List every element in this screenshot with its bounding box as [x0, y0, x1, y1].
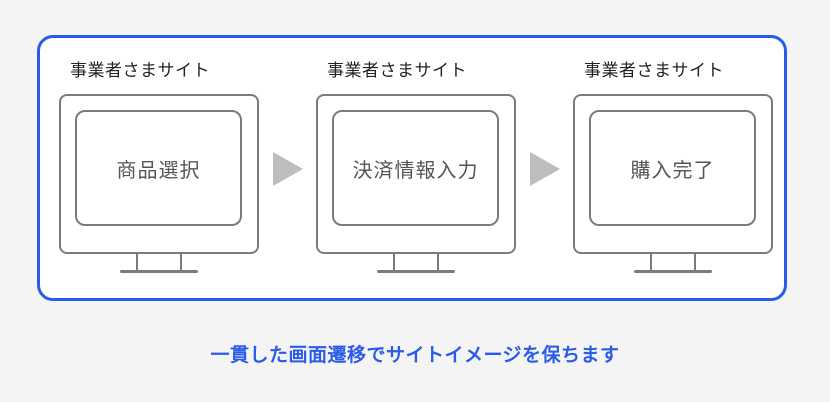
monitor-icon: 購入完了 [573, 94, 773, 254]
step-3: 事業者さまサイト 購入完了 [554, 38, 773, 304]
step-2: 事業者さまサイト 決済情報入力 [297, 38, 516, 304]
monitor-screen: 購入完了 [589, 110, 756, 226]
monitor-stand-base [634, 270, 712, 273]
monitor-stand-neck [136, 254, 182, 272]
monitor-stand-base [377, 270, 455, 273]
flow-frame: 事業者さまサイト 商品選択 事業者さまサイト 決済情報入力 事業 [37, 35, 787, 301]
monitor-icon: 商品選択 [59, 94, 259, 254]
monitor-screen: 決済情報入力 [332, 110, 499, 226]
arrow-right-icon [273, 152, 303, 186]
screen-text: 決済情報入力 [352, 157, 479, 182]
step-label: 事業者さまサイト [584, 61, 724, 81]
step-1: 事業者さまサイト 商品選択 [40, 38, 259, 304]
monitor-stand-base [120, 270, 198, 273]
caption: 一貫した画面遷移でサイトイメージを保ちます [210, 344, 620, 366]
monitor-stand-neck [650, 254, 696, 272]
monitor-screen: 商品選択 [75, 110, 242, 226]
step-label: 事業者さまサイト [327, 61, 467, 81]
monitor-icon: 決済情報入力 [316, 94, 516, 254]
screen-text: 購入完了 [630, 157, 715, 182]
screen-text: 商品選択 [116, 157, 201, 182]
monitor-stand-neck [393, 254, 439, 272]
step-label: 事業者さまサイト [70, 61, 210, 81]
arrow-right-icon [530, 152, 560, 186]
